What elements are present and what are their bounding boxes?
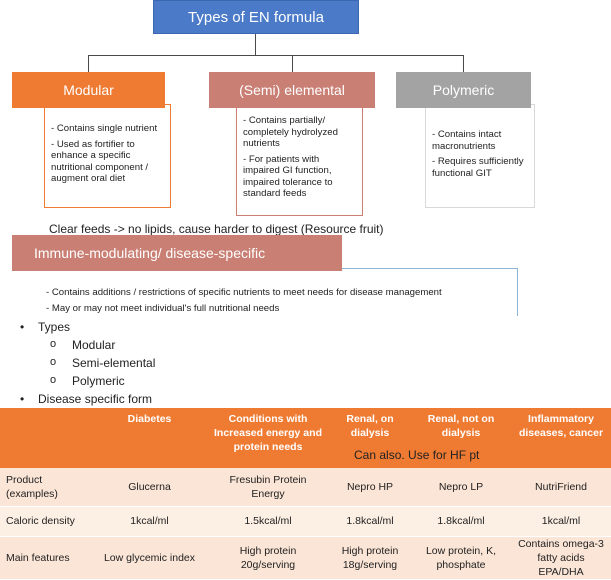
table-cell: Contains omega-3 fatty acids EPA/DHA xyxy=(511,536,611,580)
table-cell: Low glycemic index xyxy=(92,536,207,580)
immune-point: - Contains additions / restrictions of s… xyxy=(46,287,442,298)
row-label: Main features xyxy=(0,536,92,580)
bullet-types: Types xyxy=(0,318,155,336)
connector-poly xyxy=(463,55,464,72)
table-cell: Fresubin Protein Energy xyxy=(207,468,329,507)
category-polymeric: Polymeric xyxy=(396,72,531,108)
modular-detail-box: - Contains single nutrient - Used as for… xyxy=(44,104,171,208)
table-cell: 1.5kcal/ml xyxy=(207,506,329,537)
table-cell: Low protein, K, phosphate xyxy=(411,536,511,580)
poly-point: - Contains intact macronutrients xyxy=(432,129,502,152)
table-row: Main features Low glycemic index High pr… xyxy=(0,536,611,580)
table-header-row: Diabetes Conditions with Increased energ… xyxy=(0,408,611,468)
category-immune: Immune-modulating/ disease-specific xyxy=(12,235,342,271)
poly-point: - Requires sufficiently functional GIT xyxy=(432,156,524,179)
modular-point: - Contains single nutrient xyxy=(51,123,158,134)
table-cell: 1kcal/ml xyxy=(92,506,207,537)
category-modular: Modular xyxy=(12,72,165,108)
diagram-title: Types of EN formula xyxy=(153,0,359,34)
immune-detail-box: - Contains additions / restrictions of s… xyxy=(40,268,518,316)
table-header xyxy=(0,408,92,468)
bullet-type-item: Polymeric xyxy=(0,371,155,390)
semi-detail-box: - Contains partially/ completely hydroly… xyxy=(236,104,363,216)
table-cell: 1.8kcal/ml xyxy=(411,506,511,537)
hf-note: Can also. Use for HF pt xyxy=(354,448,480,462)
table-header: Conditions with Increased energy and pro… xyxy=(214,413,322,453)
table-cell: Nepro HP xyxy=(329,468,411,507)
bullet-type-item: Semi-elemental xyxy=(0,353,155,372)
table-header: Diabetes xyxy=(127,413,172,425)
table-header: Renal, not on dialysis xyxy=(427,413,495,439)
table-row: Product (examples) Glucerna Fresubin Pro… xyxy=(0,468,611,507)
table-cell: 1.8kcal/ml xyxy=(329,506,411,537)
modular-point: - Used as fortifier to enhance a specifi… xyxy=(51,138,149,185)
table-cell: Nepro LP xyxy=(411,468,511,507)
bullet-type-item: Modular xyxy=(0,335,155,354)
table-cell: 1kcal/ml xyxy=(511,506,611,537)
table-header: Inflammatory diseases, cancer xyxy=(518,413,604,439)
clear-feeds-note: Clear feeds -> no lipids, cause harder t… xyxy=(49,222,384,236)
connector-bar xyxy=(88,55,464,56)
connector-trunk xyxy=(255,34,256,56)
disease-specific-table: Diabetes Conditions with Increased energ… xyxy=(0,408,611,580)
table-header: Renal, on dialysis xyxy=(346,413,394,439)
immune-point: - May or may not meet individual's full … xyxy=(46,303,280,314)
row-label: Caloric density xyxy=(0,506,92,537)
row-label: Product (examples) xyxy=(0,468,92,507)
table-cell: NutriFriend xyxy=(511,468,611,507)
semi-point: - Contains partially/ completely hydroly… xyxy=(243,115,338,149)
table-cell: Glucerna xyxy=(92,468,207,507)
table-cell: High protein 20g/serving xyxy=(207,536,329,580)
poly-detail-box: - Contains intact macronutrients - Requi… xyxy=(425,104,535,208)
category-semi-elemental: (Semi) elemental xyxy=(209,72,375,108)
bullet-disease-specific: Disease specific form xyxy=(0,390,155,408)
connector-modular xyxy=(88,55,89,72)
bullet-list: Types Modular Semi-elemental Polymeric D… xyxy=(0,318,155,408)
table-row: Caloric density 1kcal/ml 1.5kcal/ml 1.8k… xyxy=(0,506,611,537)
connector-semi xyxy=(292,55,293,72)
table-cell: High protein 18g/serving xyxy=(329,536,411,580)
semi-point: - For patients with impaired GI function… xyxy=(243,153,333,200)
